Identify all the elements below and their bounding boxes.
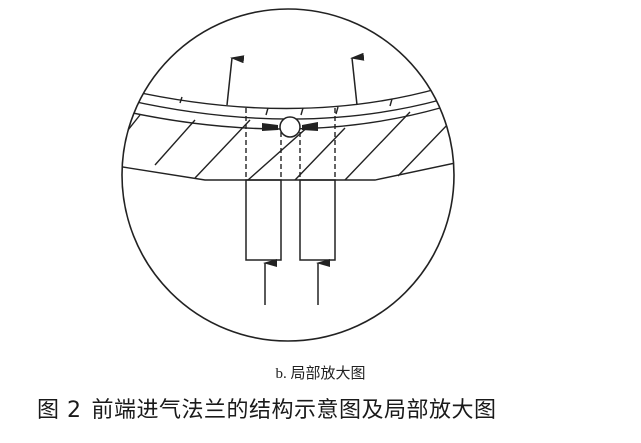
outlet-arrow-right (350, 52, 365, 106)
sealing-ring (262, 116, 318, 138)
figure-number: 图 2 (37, 398, 82, 423)
outlet-arrow-left (226, 55, 245, 106)
flow-arrows (226, 52, 365, 305)
subfigure-caption: b. 局部放大图 (275, 366, 366, 382)
outer-layer (122, 85, 441, 130)
flange-detail-diagram (121, 8, 455, 342)
figure-caption: 图 2 前端进气法兰的结构示意图及局部放大图 (37, 392, 497, 424)
detail-boundary-circle (121, 8, 455, 342)
figure-title: 前端进气法兰的结构示意图及局部放大图 (91, 398, 497, 423)
channel-dashed-extensions (245, 108, 336, 180)
inlet-channels (245, 179, 336, 261)
